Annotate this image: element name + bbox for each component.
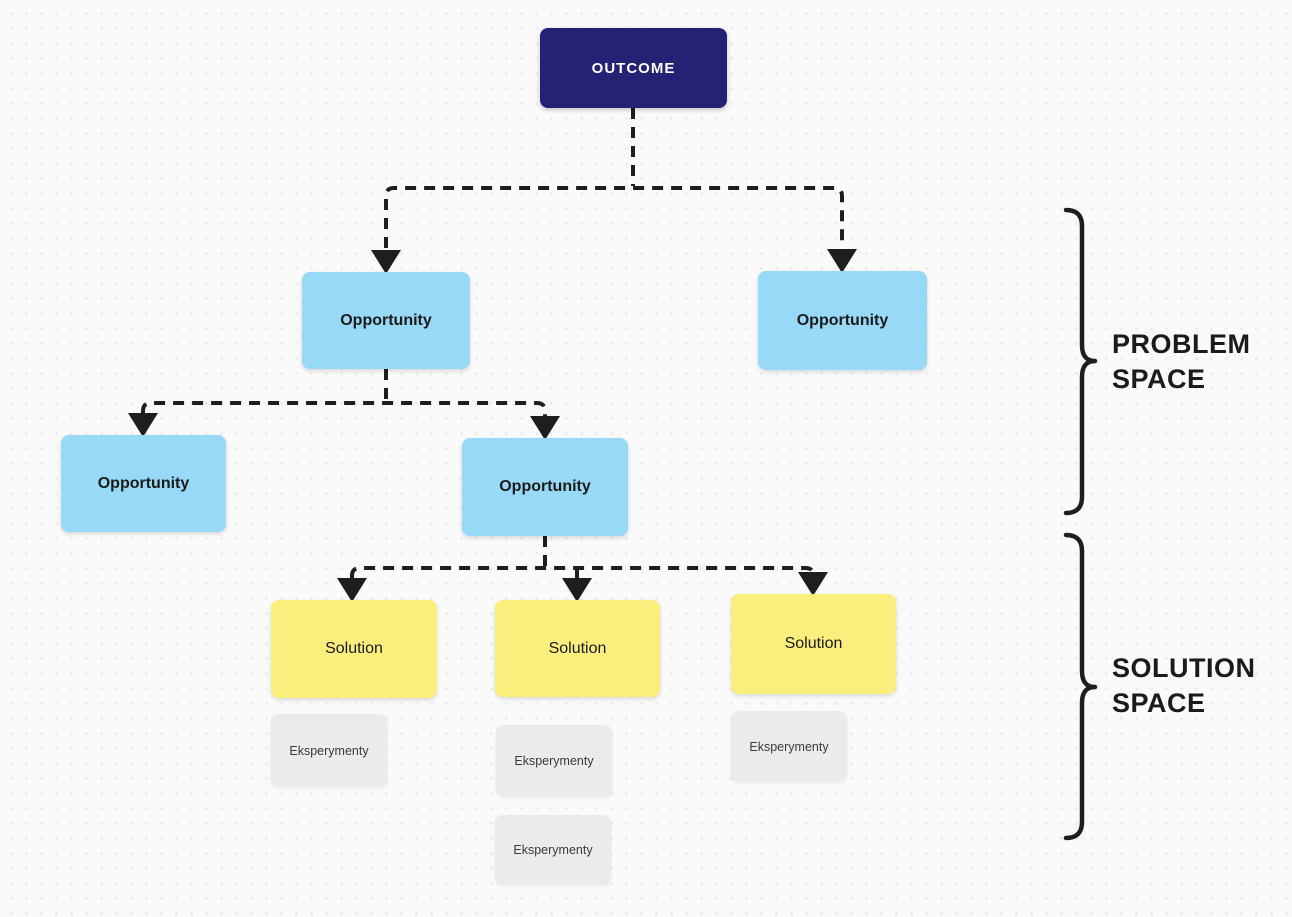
arrowhead bbox=[128, 413, 158, 437]
experiment-node-1[interactable]: Eksperymenty bbox=[271, 714, 387, 787]
experiment-node-4[interactable]: Eksperymenty bbox=[731, 711, 847, 782]
arrowhead bbox=[371, 250, 401, 274]
opportunity-node-1[interactable]: Opportunity bbox=[302, 272, 470, 369]
opportunity4-to-solutions-connector bbox=[337, 536, 828, 602]
outcome-node[interactable]: OUTCOME bbox=[540, 28, 727, 108]
problem-space-brace bbox=[1063, 207, 1098, 516]
arrowhead bbox=[530, 416, 560, 440]
outcome-to-opportunities-connector bbox=[371, 108, 857, 274]
solution-space-brace bbox=[1063, 532, 1098, 841]
experiment-node-3[interactable]: Eksperymenty bbox=[495, 815, 611, 885]
opportunity-node-2[interactable]: Opportunity bbox=[758, 271, 927, 370]
opportunity1-to-children-connector bbox=[128, 369, 560, 440]
solution-node-2[interactable]: Solution bbox=[495, 600, 660, 697]
arrowhead bbox=[562, 578, 592, 602]
arrowhead bbox=[827, 249, 857, 273]
solution-node-1[interactable]: Solution bbox=[271, 600, 437, 698]
solution-node-3[interactable]: Solution bbox=[731, 594, 896, 694]
solution-space-label: SOLUTION SPACE bbox=[1112, 653, 1256, 719]
arrowhead bbox=[337, 578, 367, 602]
opportunity-node-4[interactable]: Opportunity bbox=[462, 438, 628, 536]
problem-space-label: PROBLEM SPACE bbox=[1112, 329, 1251, 395]
opportunity-node-3[interactable]: Opportunity bbox=[61, 435, 226, 532]
experiment-node-2[interactable]: Eksperymenty bbox=[496, 725, 612, 797]
arrowhead bbox=[798, 572, 828, 596]
